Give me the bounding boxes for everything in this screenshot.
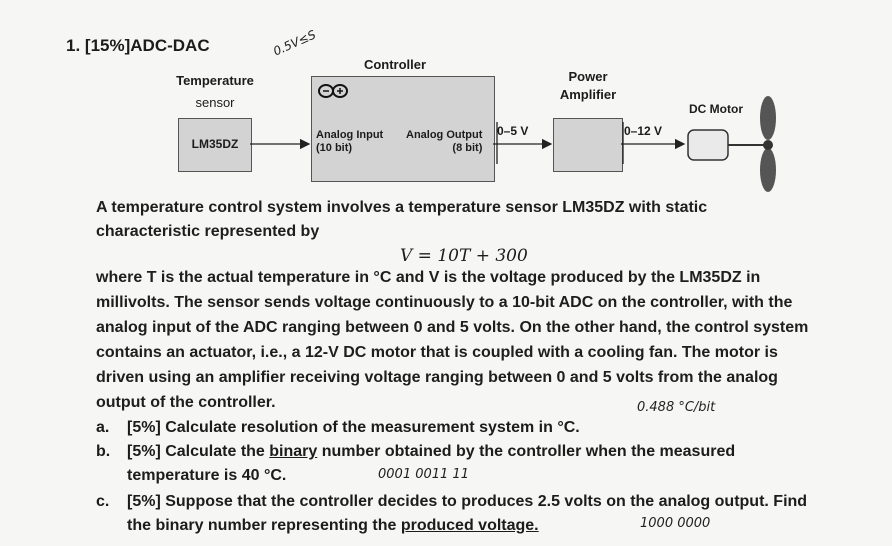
analog-output-label: Analog Output (8 bit) <box>406 129 482 155</box>
sensor-label: Temperature sensor <box>165 70 265 114</box>
item-c-text-pre: the binary number representing the <box>127 517 401 534</box>
item-c-text-underlined: produced voltage. <box>400 517 539 534</box>
range-label-2: 0–12 V <box>624 124 663 138</box>
item-b-line-2: temperature is 40 °C. <box>127 467 287 484</box>
body-line-1: where T is the actual temperature in °C … <box>96 269 761 286</box>
item-a-text: [5%] Calculate resolution of the measure… <box>127 419 580 436</box>
sensor-block: LM35DZ <box>178 118 252 172</box>
body-line-6: output of the controller. <box>96 394 276 411</box>
item-c-line-1: [5%] Suppose that the controller decides… <box>127 493 808 510</box>
body-line-2: millivolts. The sensor sends voltage con… <box>96 294 793 311</box>
question-weight: [15%] <box>84 36 131 55</box>
item-b-line-1: [5%] Calculate the binary number obtaine… <box>127 440 735 464</box>
sensor-label-line1: Temperature <box>176 73 254 88</box>
controller-block: Analog Input (10 bit) Analog Output (8 b… <box>311 76 495 182</box>
body-line-4: contains an actuator, i.e., a 12-V DC mo… <box>96 344 778 361</box>
intro-line-2: characteristic represented by <box>96 223 320 240</box>
sensor-part-label: LM35DZ <box>191 137 239 151</box>
range-label-1: 0–5 V <box>497 124 529 138</box>
handwritten-note-a: 0.488 °C/bit <box>637 400 716 415</box>
sensor-label-line2: sensor <box>195 95 235 110</box>
handwritten-note-c: 1000 0000 <box>640 516 711 531</box>
motor-label: DC Motor <box>689 102 743 116</box>
item-b-text-pre: [5%] Calculate the <box>127 443 270 460</box>
analog-input-label: Analog Input (10 bit) <box>316 129 383 155</box>
item-b-text-post: number obtained by the controller when t… <box>317 443 736 460</box>
question-title: ADC-DAC <box>130 36 210 55</box>
intro-line-1: A temperature control system involves a … <box>96 199 708 216</box>
question-number: 1. <box>66 36 81 55</box>
amplifier-label-line1: Power <box>568 69 608 84</box>
body-line-3: analog input of the ADC ranging between … <box>96 319 809 336</box>
item-b-text-underlined: binary <box>269 443 318 460</box>
item-c-marker: c. <box>96 493 110 510</box>
analog-output-text: Analog Output <box>406 129 483 141</box>
controller-label: Controller <box>363 57 427 72</box>
amplifier-label-line2: Amplifier <box>559 87 617 102</box>
question-heading: 1. [15%]ADC-DAC <box>66 36 210 56</box>
handwritten-note-b: 0001 0011 11 <box>378 467 469 482</box>
item-a-marker: a. <box>96 419 110 436</box>
analog-input-text: Analog Input <box>316 129 384 141</box>
dc-motor-icon <box>687 96 776 192</box>
arduino-logo-icon <box>318 83 348 99</box>
body-line-5: driven using an amplifier receiving volt… <box>96 369 778 386</box>
sensor-equation: V = 10T + 300 <box>400 246 528 266</box>
analog-input-bits: (10 bit) <box>316 142 353 154</box>
amplifier-label: Power Amplifier <box>548 68 628 104</box>
item-b-marker: b. <box>96 443 111 460</box>
analog-output-bits: (8 bit) <box>452 142 483 154</box>
item-c-line-2: the binary number representing the produ… <box>127 514 539 538</box>
amplifier-block <box>553 118 623 172</box>
